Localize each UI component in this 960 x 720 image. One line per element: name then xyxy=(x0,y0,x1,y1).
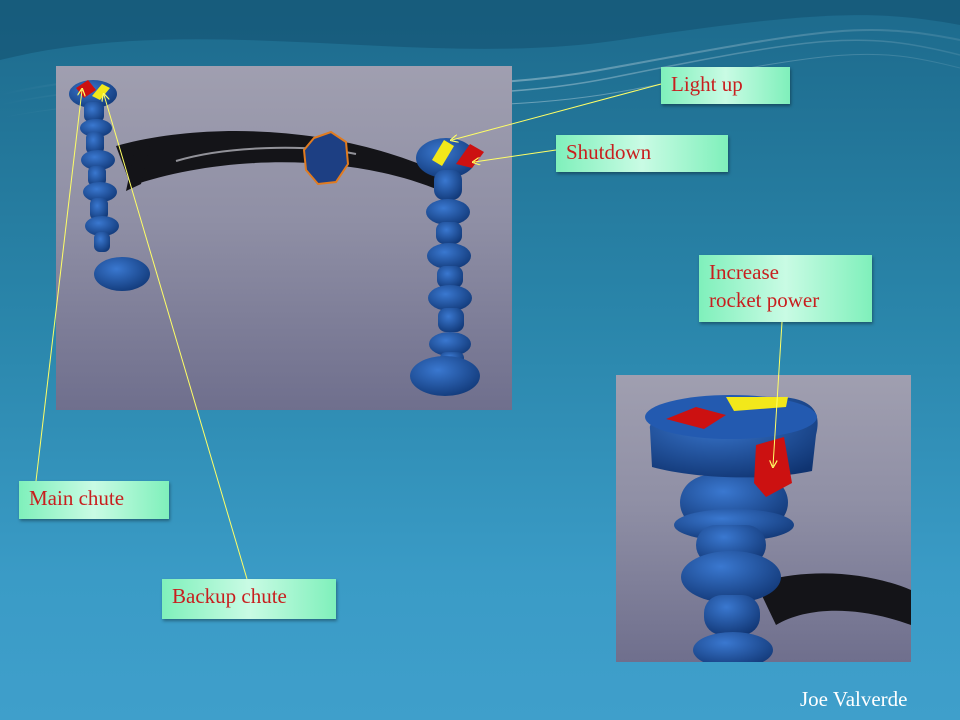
callout-increase-rocket-power: Increase rocket power xyxy=(699,255,872,322)
callout-main-chute-text: Main chute xyxy=(29,486,125,510)
callout-increase-line1: Increase xyxy=(709,260,779,284)
callout-increase-line2: rocket power xyxy=(709,288,820,312)
callout-light-up-text: Light up xyxy=(671,72,743,96)
author-credit: Joe Valverde xyxy=(800,687,908,711)
callout-light-up: Light up xyxy=(661,67,790,104)
callout-main-chute: Main chute xyxy=(19,481,169,519)
grip-detail-image xyxy=(616,375,911,662)
callout-backup-chute: Backup chute xyxy=(162,579,336,619)
callout-shutdown-text: Shutdown xyxy=(566,140,652,164)
callout-backup-chute-text: Backup chute xyxy=(172,584,287,608)
callout-shutdown: Shutdown xyxy=(556,135,728,172)
controller-render-image xyxy=(56,66,512,410)
